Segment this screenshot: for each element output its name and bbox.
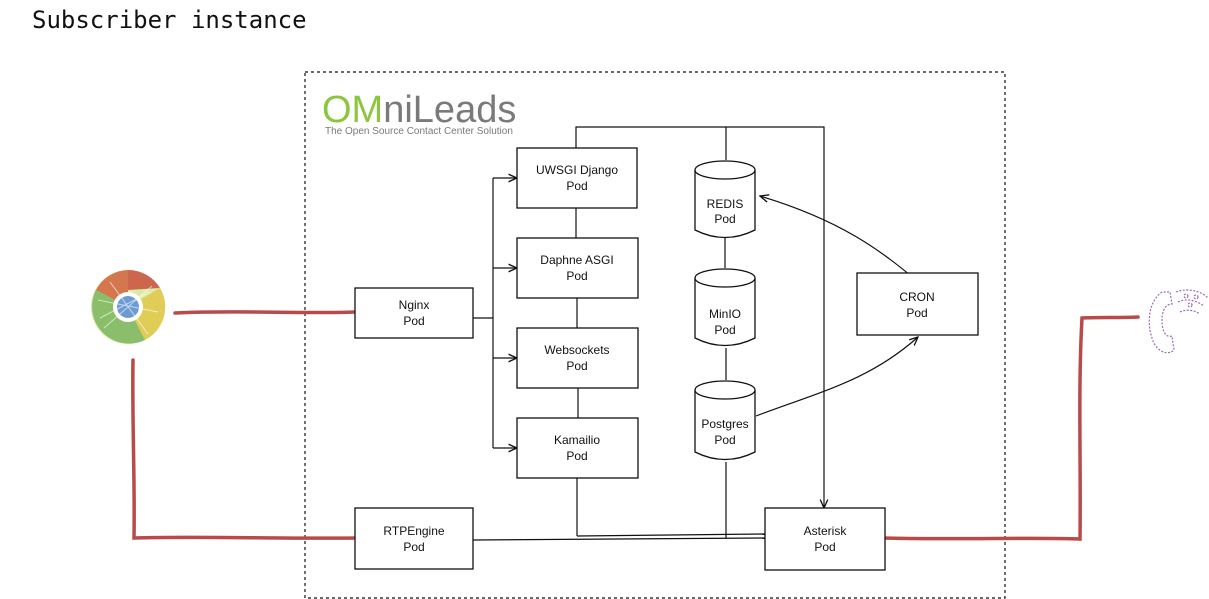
redis-label: REDIS [707,197,744,211]
postgres-cron-edge [755,337,918,417]
asterisk-pod: Asterisk Pod [764,507,886,571]
diagram-title: Subscriber instance [32,6,307,34]
nginx-fanout-edges [473,178,517,448]
minio-database: MinIO Pod [694,268,756,347]
browser-chrome-icon [91,269,166,344]
daphne-label: Daphne ASGI [540,253,613,267]
browser-nginx-link [173,310,357,315]
redis-database: REDIS Pod [694,160,756,239]
websockets-pod: Websockets Pod [516,327,639,389]
logo-om: OM [322,89,383,131]
svg-text:OMniLeads: OMniLeads [322,89,516,131]
kamailio-sublabel: Pod [566,449,587,463]
minio-label: MinIO [709,307,741,321]
nginx-sublabel: Pod [403,314,424,328]
asterisk-sublabel: Pod [814,540,835,554]
uwsgi-django-pod: UWSGI Django Pod [516,147,638,209]
browser-rtpengine-link [131,358,357,540]
kamailio-label: Kamailio [554,433,600,447]
pods-bottom-bus-edge [576,462,727,538]
rtpengine-pod: RTPEngine Pod [354,507,474,570]
nginx-label: Nginx [399,298,430,312]
uwsgi-sublabel: Pod [566,179,587,193]
cron-sublabel: Pod [906,306,927,320]
cron-pod: CRON Pod [856,272,979,336]
omnileads-logo: OMniLeads The Open Source Contact Center… [322,89,516,137]
cron-label: CRON [899,290,934,304]
websockets-label: Websockets [544,343,609,357]
daphne-asgi-pod: Daphne ASGI Pod [516,237,639,299]
logo-tagline: The Open Source Contact Center Solution [325,126,513,137]
rtpengine-label: RTPEngine [383,524,444,538]
uwsgi-label: UWSGI Django [536,163,618,177]
rtpengine-sublabel: Pod [403,540,424,554]
redis-sublabel: Pod [714,212,735,226]
telephone-icon [1148,289,1209,354]
asterisk-label: Asterisk [804,524,848,538]
websockets-sublabel: Pod [566,359,587,373]
nginx-pod: Nginx Pod [354,287,474,339]
postgres-database: Postgres Pod [694,380,756,461]
uwsgi-asterisk-edge [575,126,824,508]
rtpengine-asterisk-edge [472,537,766,541]
daphne-sublabel: Pod [566,269,587,283]
cron-redis-edge [760,196,917,281]
postgres-label: Postgres [701,417,748,431]
kamailio-asterisk-edge [576,533,766,537]
app-pods-chain-edge [575,208,579,418]
asterisk-phone-link [883,315,1140,541]
kamailio-pod: Kamailio Pod [516,417,639,479]
logo-rest: niLeads [383,89,516,131]
datastore-chain-edge [724,238,727,380]
instance-boundary [304,71,1006,599]
minio-sublabel: Pod [714,323,735,337]
postgres-sublabel: Pod [714,433,735,447]
